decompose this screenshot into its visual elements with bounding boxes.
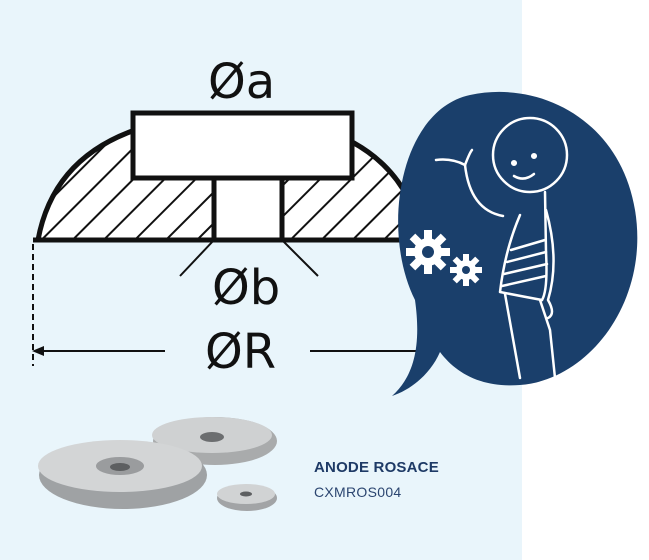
dimension-label-r: ØR — [205, 324, 277, 380]
dimension-label-a: Øa — [208, 54, 276, 110]
arrowhead-left — [32, 346, 44, 356]
product-name: ANODE ROSACE — [314, 459, 439, 476]
through-hole — [211, 175, 285, 243]
anode-product-photo — [38, 417, 277, 511]
dimension-label-b: Øb — [212, 260, 281, 316]
speech-bubble — [392, 91, 638, 397]
anode-body — [33, 110, 430, 243]
gears-icon — [406, 230, 482, 286]
leader-right — [281, 239, 319, 277]
product-reference: CXMROS004 — [314, 484, 402, 500]
leader-left — [179, 239, 215, 277]
counterbore — [130, 110, 355, 181]
stick-figure-mascot — [434, 116, 569, 380]
